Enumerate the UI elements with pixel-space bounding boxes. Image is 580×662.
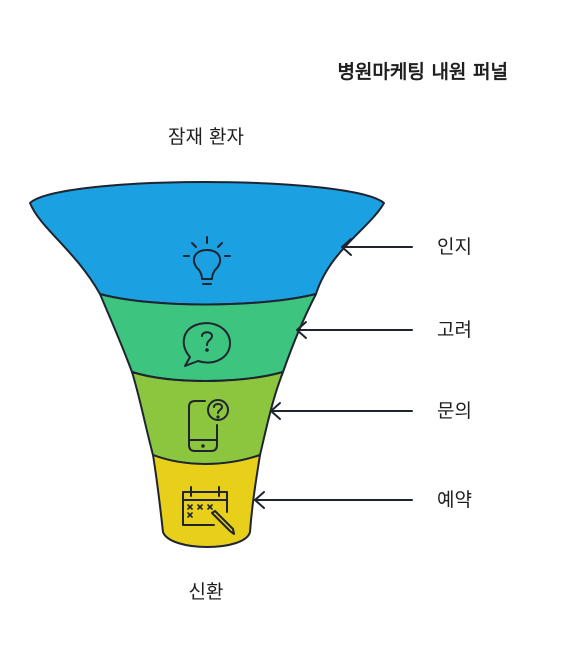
stage-label-awareness: 인지 [437, 236, 472, 258]
top-label: 잠재 환자 [168, 126, 244, 148]
phone-question-icon [188, 399, 229, 452]
stage-label-booking: 예약 [437, 489, 472, 511]
calendar-icon [182, 486, 235, 535]
arrow-booking [254, 491, 413, 509]
arrow-inquiry [270, 402, 413, 420]
stage-band-consideration [99, 293, 317, 382]
stage-label-consideration: 고려 [437, 319, 472, 341]
lightbulb-icon [183, 236, 231, 285]
arrow-awareness [341, 238, 413, 256]
arrow-consideration [296, 321, 413, 339]
stage-label-inquiry: 문의 [437, 400, 472, 422]
diagram-title: 병원마케팅 내원 퍼널 [337, 61, 508, 83]
question-bubble-icon [182, 322, 231, 367]
bottom-label: 신환 [189, 581, 224, 603]
